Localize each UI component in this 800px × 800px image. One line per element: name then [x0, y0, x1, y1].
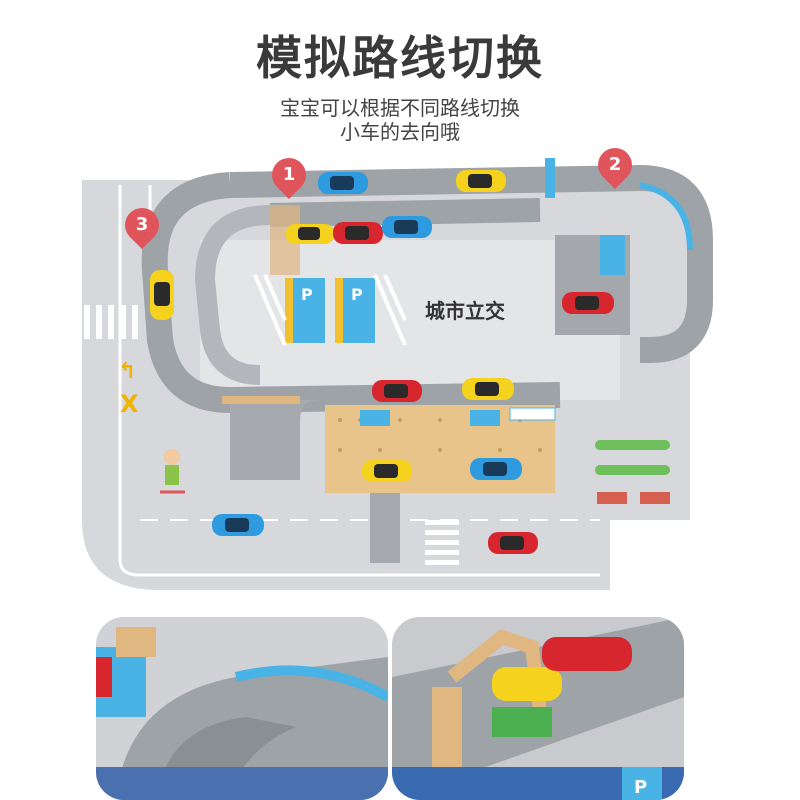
car-yellow-2 — [286, 224, 334, 244]
trees-row-1 — [595, 440, 670, 450]
car-red-4 — [488, 532, 538, 554]
fence-row — [597, 492, 670, 504]
trees-row-2 — [595, 465, 670, 475]
car-blue-1 — [318, 172, 368, 194]
garage-exit-ramp — [370, 493, 400, 563]
ramp — [230, 400, 320, 480]
car-red-1 — [333, 222, 383, 244]
car-yellow-3 — [150, 270, 174, 320]
car-red-2 — [562, 292, 614, 314]
car-red-3 — [372, 380, 422, 402]
route-marker-3: 3 — [117, 200, 167, 250]
closeup-right-illustration: P — [392, 617, 684, 800]
crosswalk-bottom — [425, 520, 459, 565]
toy-track-illustration: ↰ X P P 城市立交 — [82, 158, 713, 590]
crosswalk-left — [84, 305, 138, 339]
car-blue-3 — [470, 458, 522, 480]
svg-text:P: P — [351, 285, 363, 304]
car-blue-4 — [212, 514, 264, 536]
child-figure — [164, 449, 180, 465]
car-blue-2 — [382, 216, 432, 238]
headline: 模拟路线切换 — [256, 31, 544, 85]
car-yellow-1 — [456, 170, 506, 192]
route-marker-2: 2 — [590, 140, 640, 190]
inner-track — [269, 198, 541, 227]
upper-track — [229, 164, 713, 363]
left-track — [141, 172, 561, 414]
parking-area: P P — [253, 274, 407, 346]
turn-arrow-sign: ↰ — [118, 359, 136, 384]
x-sign: X — [120, 390, 139, 418]
city-logo-text: 城市立交 — [425, 299, 505, 323]
subtitle-line-1: 宝宝可以根据不同路线切换 — [280, 96, 520, 120]
route-marker-1: 1 — [264, 150, 314, 200]
subtitle-line-2: 小车的去向哦 — [340, 120, 460, 144]
closeup-left-illustration — [96, 617, 388, 800]
svg-text:P: P — [301, 285, 313, 304]
closeup-right-photo: P — [392, 617, 684, 800]
svg-text:P: P — [634, 777, 647, 798]
car-yellow-5 — [362, 460, 412, 482]
closeup-left-photo — [96, 617, 388, 800]
car-yellow-4 — [462, 378, 514, 400]
toy-track-scene: ↰ X P P 城市立交 — [0, 140, 800, 610]
